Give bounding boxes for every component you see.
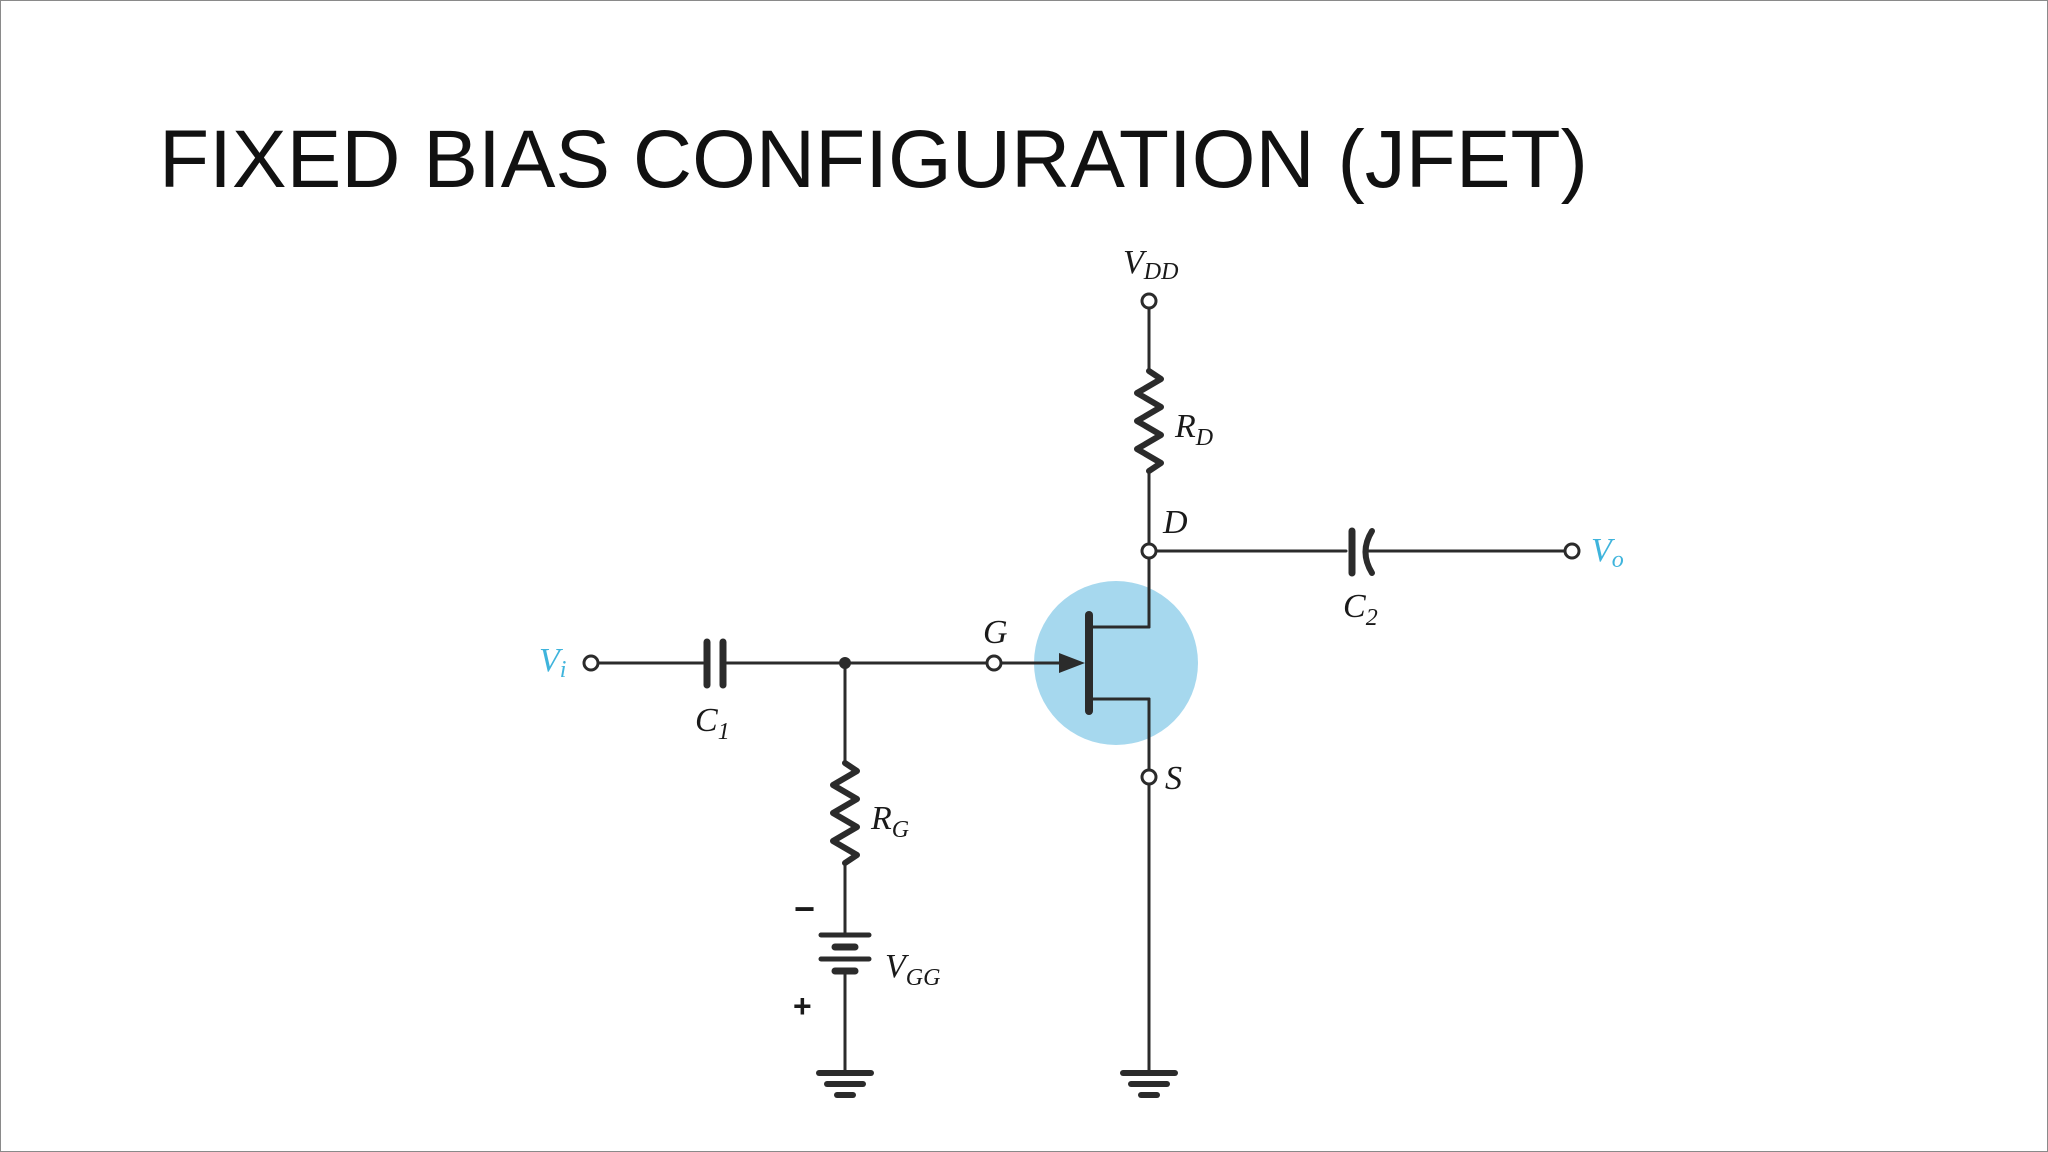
gate-label: G	[983, 614, 1008, 651]
vo-label: Vo	[1591, 532, 1624, 573]
c2-plate-right	[1362, 528, 1375, 576]
vi-terminal	[582, 654, 600, 672]
source-label: S	[1165, 760, 1182, 797]
rd-resistor	[1134, 368, 1164, 474]
vgg-minus-sign: −	[794, 888, 815, 929]
rg-resistor	[830, 760, 860, 866]
rg-label: RG	[870, 800, 909, 843]
jfet-highlight	[1034, 581, 1198, 745]
drain-terminal	[1140, 542, 1158, 560]
ground-symbol-right	[1120, 1070, 1178, 1098]
rd-label: RD	[1174, 408, 1213, 451]
vgg-plus-sign: +	[793, 988, 812, 1024]
drain-label: D	[1162, 504, 1188, 541]
ground-symbol-left	[816, 1070, 874, 1098]
vo-terminal	[1563, 542, 1581, 560]
gate-arrow	[1059, 653, 1085, 673]
vdd-terminal	[1140, 292, 1158, 310]
c1-label: C1	[695, 702, 730, 745]
vi-label: Vi	[539, 642, 566, 683]
gate-terminal	[985, 654, 1003, 672]
vgg-label: VGG	[885, 948, 940, 991]
slide-title: FIXED BIAS CONFIGURATION (JFET)	[159, 114, 1588, 205]
vdd-label: VDD	[1123, 244, 1178, 285]
source-terminal	[1140, 768, 1158, 786]
c2-label: C2	[1343, 588, 1378, 631]
gate-junction-dot	[839, 657, 851, 669]
